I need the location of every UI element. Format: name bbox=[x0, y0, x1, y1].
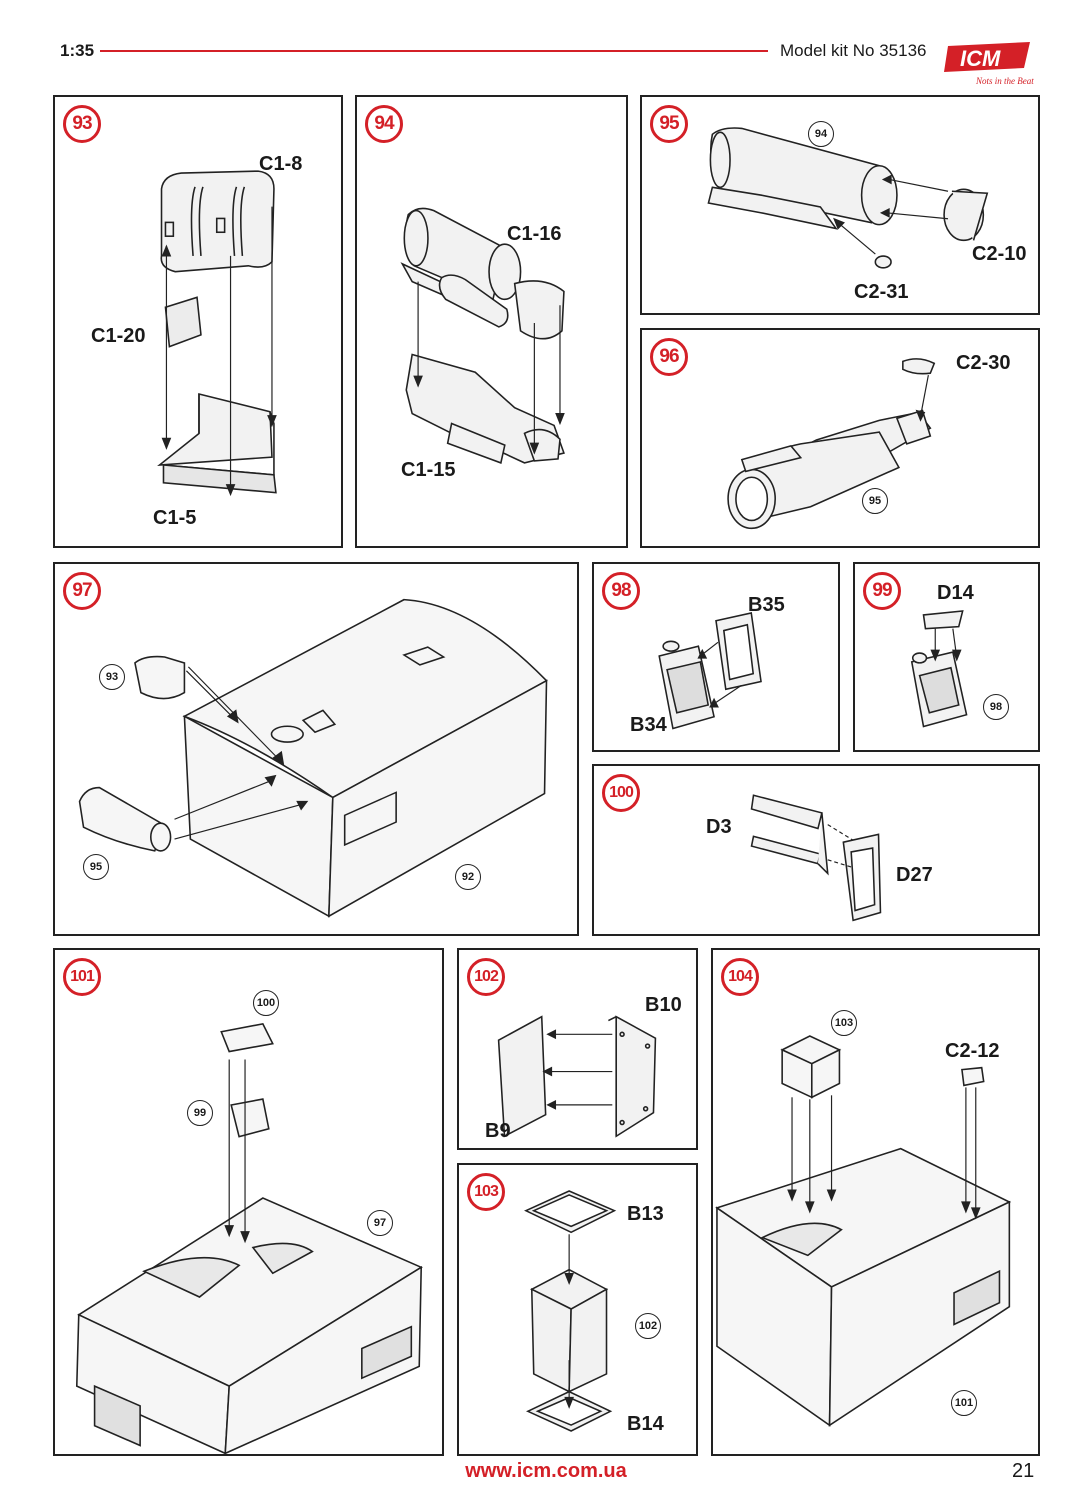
part-label: C1-16 bbox=[507, 223, 562, 245]
step-96-panel: 96 C2-30 95 bbox=[640, 328, 1040, 548]
step-101-illustration bbox=[75, 1022, 423, 1454]
step-reference: 93 bbox=[99, 664, 125, 690]
step-93-panel: 93 C1-8 C1-20 C1-5 bbox=[53, 95, 343, 548]
part-label: C2-30 bbox=[956, 352, 1011, 374]
step-number: 102 bbox=[467, 958, 505, 996]
part-label: B13 bbox=[627, 1203, 664, 1225]
part-label: B35 bbox=[748, 594, 785, 616]
step-101-panel: 101 100 99 97 bbox=[53, 948, 444, 1456]
step-100-illustration bbox=[750, 794, 882, 922]
step-number: 104 bbox=[721, 958, 759, 996]
step-reference: 95 bbox=[862, 488, 888, 514]
step-93-illustration bbox=[157, 170, 277, 497]
step-reference: 102 bbox=[635, 1313, 661, 1339]
header-rule bbox=[100, 50, 768, 52]
step-number: 103 bbox=[467, 1173, 505, 1211]
part-label: B14 bbox=[627, 1413, 664, 1435]
step-94-illustration bbox=[400, 207, 565, 464]
step-reference: 98 bbox=[983, 694, 1009, 720]
step-100-panel: 100 D3 D27 bbox=[592, 764, 1040, 936]
icm-logo: ICM Nots in the Beat bbox=[944, 42, 1034, 86]
step-reference: 99 bbox=[187, 1100, 213, 1126]
step-reference: 94 bbox=[808, 121, 834, 147]
part-label: C1-15 bbox=[401, 459, 456, 481]
part-label: D3 bbox=[706, 816, 732, 838]
step-102-illustration bbox=[497, 1015, 657, 1138]
step-reference: 97 bbox=[367, 1210, 393, 1236]
step-104-illustration bbox=[715, 1035, 1012, 1427]
step-number: 98 bbox=[602, 572, 640, 610]
part-label: C1-20 bbox=[91, 325, 146, 347]
step-104-panel: 104 103 C2-12 101 bbox=[711, 948, 1040, 1456]
step-reference: 95 bbox=[83, 854, 109, 880]
part-label: C1-5 bbox=[153, 507, 197, 529]
step-number: 101 bbox=[63, 958, 101, 996]
website-link[interactable]: www.icm.com.ua bbox=[465, 1460, 627, 1482]
page-number: 21 bbox=[1012, 1460, 1035, 1482]
step-102-panel: 102 B10 B9 bbox=[457, 948, 698, 1150]
step-96-illustration bbox=[727, 358, 936, 530]
part-label: B9 bbox=[485, 1120, 511, 1142]
part-label: B34 bbox=[630, 714, 667, 736]
step-94-panel: 94 C1-16 C1-15 bbox=[355, 95, 628, 548]
step-97-panel: 97 93 95 92 bbox=[53, 562, 579, 936]
part-label: C2-12 bbox=[945, 1040, 1000, 1062]
part-label: C2-10 bbox=[972, 243, 1027, 265]
scale-label: 1:35 bbox=[60, 41, 95, 60]
step-reference: 103 bbox=[831, 1010, 857, 1036]
step-95-illustration bbox=[707, 127, 989, 269]
step-number: 95 bbox=[650, 105, 688, 143]
step-99-panel: 99 D14 98 bbox=[853, 562, 1040, 752]
step-number: 94 bbox=[365, 105, 403, 143]
step-103-panel: 103 B13 102 B14 bbox=[457, 1163, 698, 1456]
step-103-illustration bbox=[524, 1190, 617, 1432]
step-98-panel: 98 B35 B34 bbox=[592, 562, 840, 752]
part-label: B10 bbox=[645, 994, 682, 1016]
step-number: 97 bbox=[63, 572, 101, 610]
step-reference: 101 bbox=[951, 1390, 977, 1416]
step-number: 96 bbox=[650, 338, 688, 376]
step-99-illustration bbox=[910, 610, 968, 728]
part-label: D27 bbox=[896, 864, 933, 886]
part-label: C1-8 bbox=[259, 153, 303, 175]
logo-text: ICM bbox=[960, 46, 1001, 71]
step-number: 100 bbox=[602, 774, 640, 812]
logo-tagline: Nots in the Beat bbox=[975, 76, 1034, 86]
step-reference: 100 bbox=[253, 990, 279, 1016]
kit-number: Model kit No 35136 bbox=[780, 41, 927, 60]
step-number: 99 bbox=[863, 572, 901, 610]
part-label: C2-31 bbox=[854, 281, 909, 303]
step-reference: 92 bbox=[455, 864, 481, 890]
step-98-illustration bbox=[658, 611, 762, 730]
part-label: D14 bbox=[937, 582, 974, 604]
step-number: 93 bbox=[63, 105, 101, 143]
step-97-illustration bbox=[78, 598, 548, 918]
step-95-panel: 95 94 C2-10 C2-31 bbox=[640, 95, 1040, 315]
